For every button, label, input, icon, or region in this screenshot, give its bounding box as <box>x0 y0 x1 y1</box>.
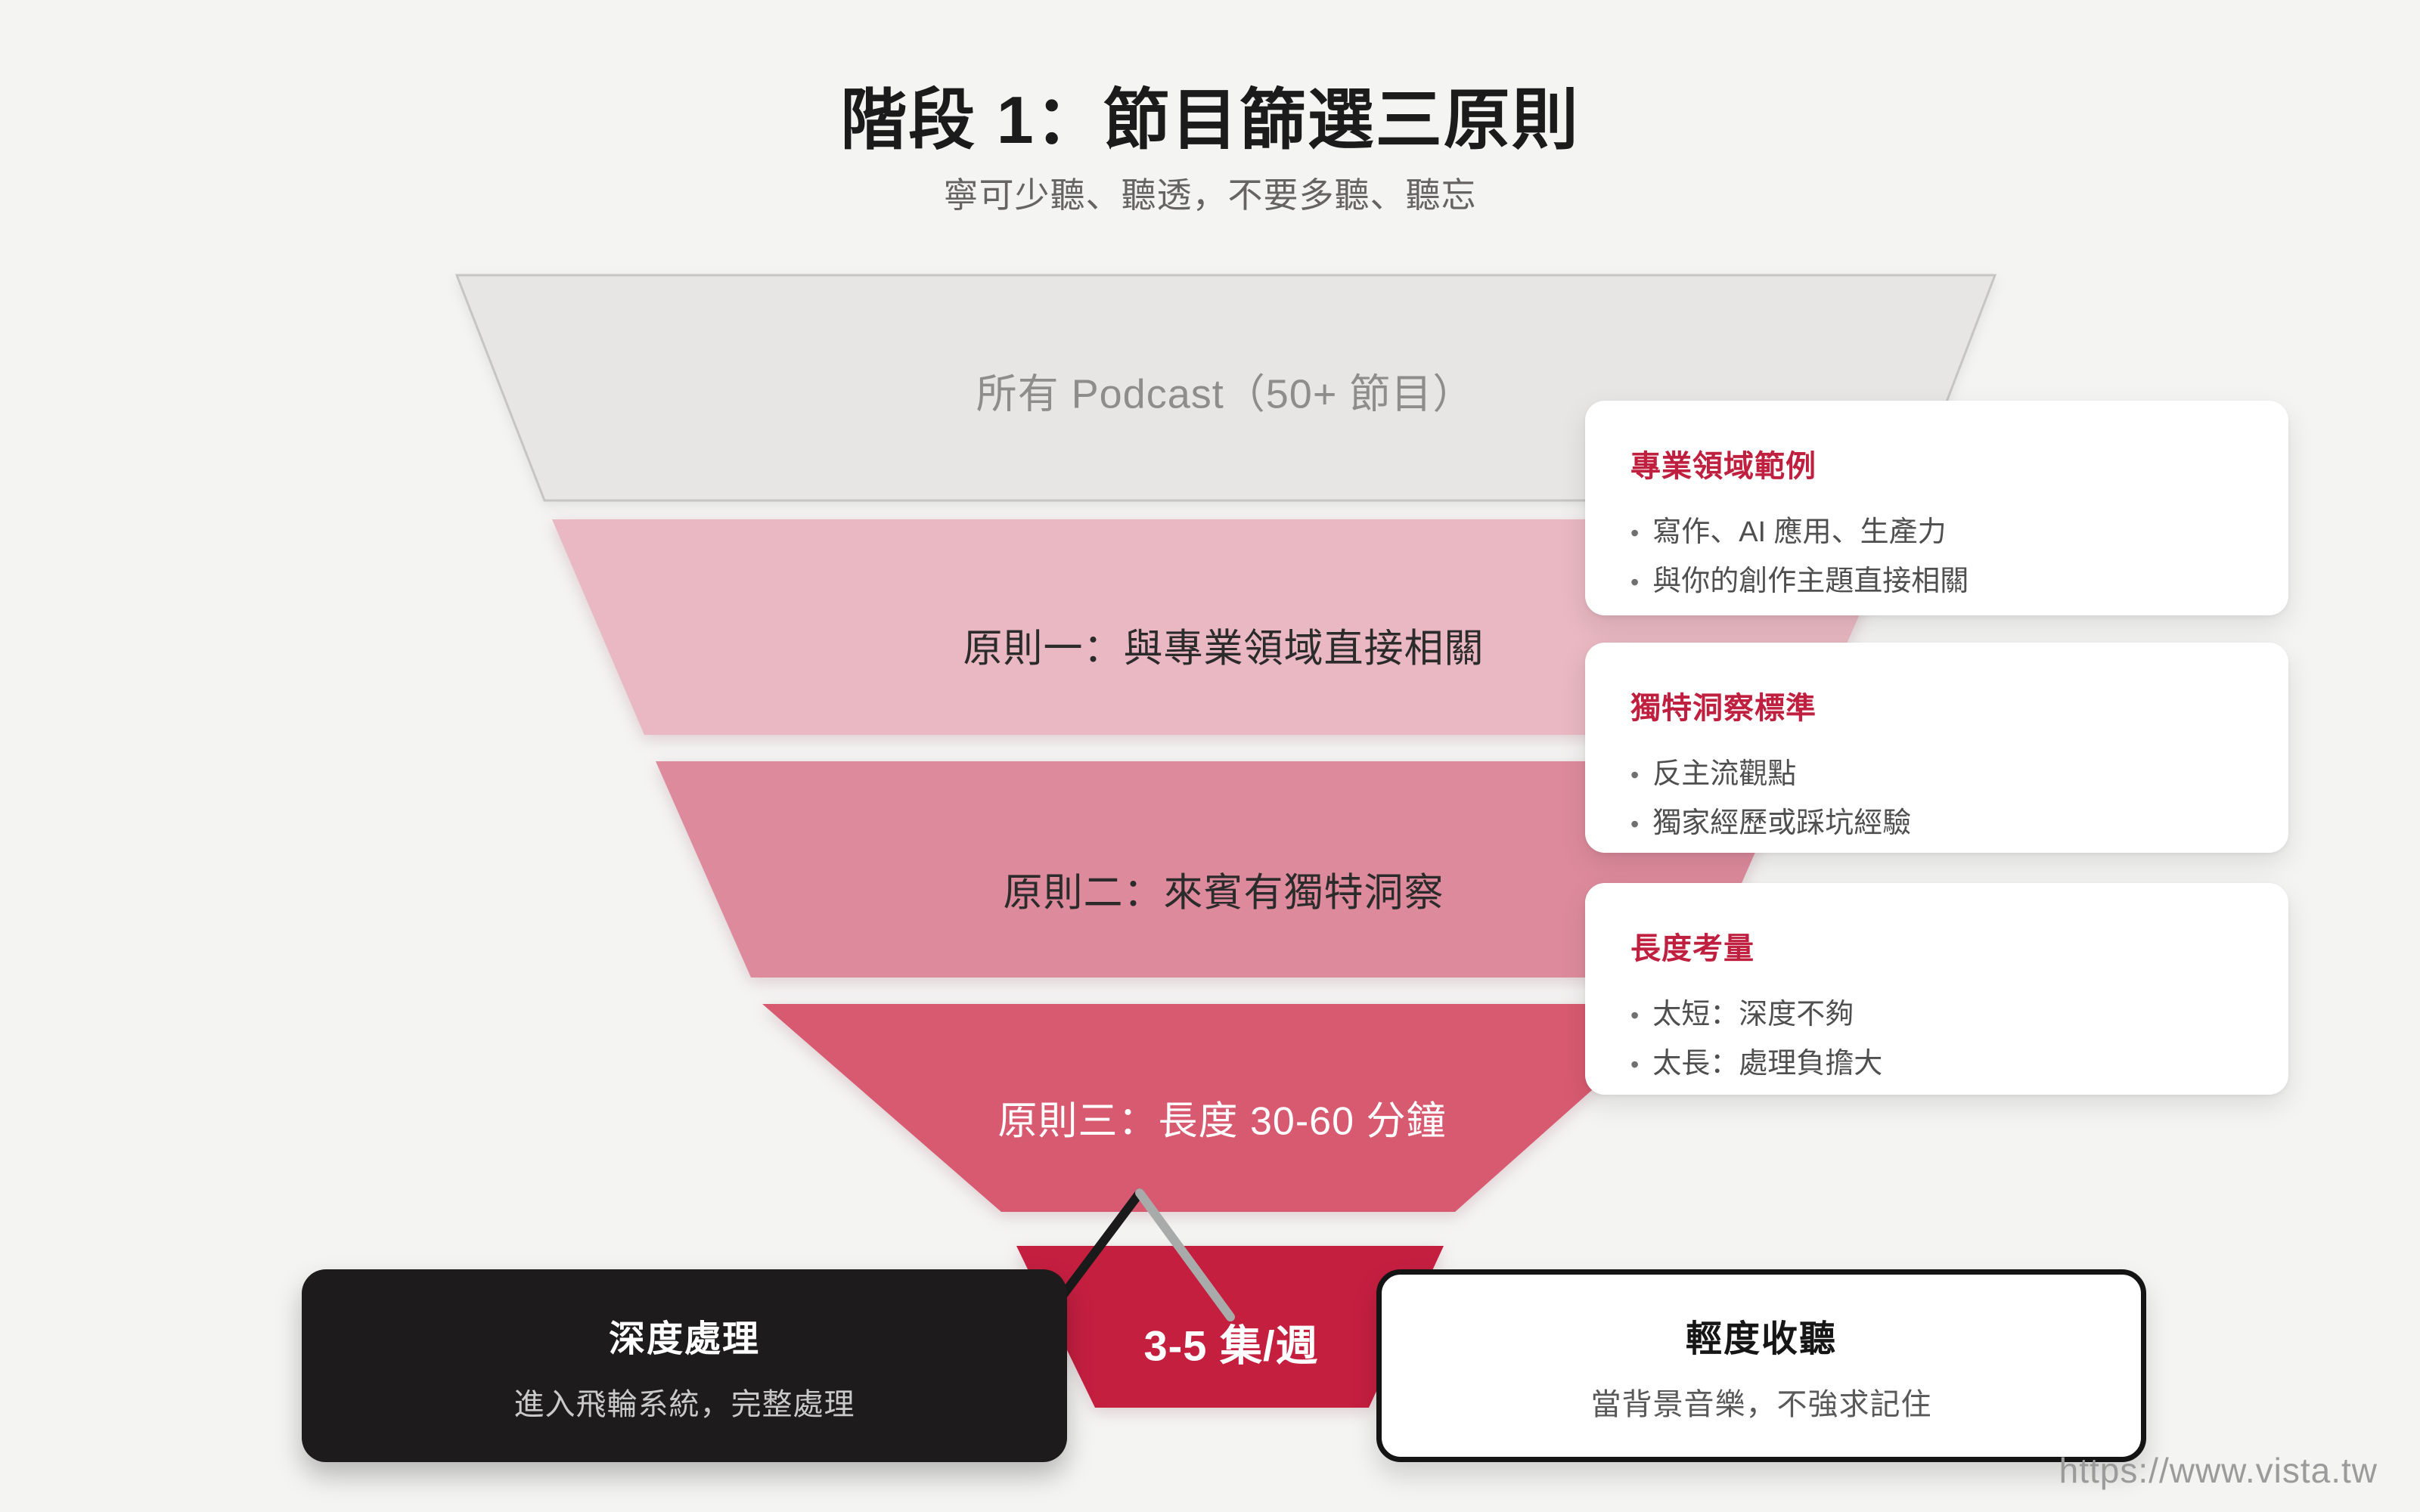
bullet-text: 獨家經歷或踩坑經驗 <box>1652 807 1912 839</box>
bullet-text: 太長：處理負擔大 <box>1652 1048 1883 1080</box>
bullet-dot-icon: • <box>1630 1051 1640 1078</box>
bullet-text: 與你的創作主題直接相關 <box>1652 565 1969 597</box>
layer-label-principle-2: 原則二：來賓有獨特洞察 <box>1003 871 1444 916</box>
outcome-box-light-listening: 輕度收聽 當背景音樂，不強求記住 <box>1376 1269 2146 1462</box>
funnel-layer-weekly-output <box>1016 1246 1444 1408</box>
bullet-item: • 太長：處理負擔大 <box>1630 1040 2243 1089</box>
bullet-text: 反主流觀點 <box>1652 758 1797 790</box>
card-title: 長度考量 <box>1630 932 1754 965</box>
outcome-subtitle: 進入飛輪系統，完整處理 <box>513 1387 855 1421</box>
connector-line-to-weekly-layer <box>1135 1188 1235 1321</box>
bullet-item: • 寫作、AI 應用、生產力 <box>1630 508 2243 557</box>
card-title: 獨特洞察標準 <box>1630 692 1817 725</box>
layer-label-weekly-output: 3-5 集/週 <box>1143 1321 1319 1370</box>
card-title: 專業領域範例 <box>1630 450 1817 483</box>
bullet-dot-icon: • <box>1630 761 1640 789</box>
funnel-layer-principle-3 <box>762 1004 1689 1212</box>
bullet-dot-icon: • <box>1630 569 1640 596</box>
funnel-layer-principle-1 <box>552 519 1901 735</box>
page-subtitle: 寧可少聽、聽透，不要多聽、聽忘 <box>943 175 1477 215</box>
annotation-card-expertise-examples: 專業領域範例 • 寫作、AI 應用、生產力 • 與你的創作主題直接相關 <box>1585 401 2288 615</box>
annotation-card-unique-insight: 獨特洞察標準 • 反主流觀點 • 獨家經歷或踩坑經驗 <box>1585 643 2288 853</box>
bullet-dot-icon: • <box>1630 519 1640 547</box>
layer-label-principle-1: 原則一：與專業領域直接相關 <box>963 627 1485 671</box>
outcome-subtitle: 當背景音樂，不強求記住 <box>1590 1387 1932 1421</box>
bullet-item: • 太短：深度不夠 <box>1630 990 2243 1040</box>
outcome-box-deep-processing: 深度處理 進入飛輪系統，完整處理 <box>302 1269 1067 1462</box>
funnel-layer-principle-2 <box>656 761 1795 978</box>
page-title: 階段 1：節目篩選三原則 <box>840 82 1580 157</box>
layer-label-principle-3: 原則三：長度 30-60 分鐘 <box>997 1099 1447 1144</box>
outcome-title: 深度處理 <box>608 1318 760 1359</box>
layer-label-all-podcasts: 所有 Podcast（50+ 節目） <box>976 371 1475 417</box>
watermark-url: https://www.vista.tw <box>2059 1451 2378 1490</box>
bullet-dot-icon: • <box>1630 810 1640 838</box>
bullet-text: 太短：深度不夠 <box>1652 999 1854 1030</box>
bullet-dot-icon: • <box>1630 1002 1640 1029</box>
bullet-item: • 獨家經歷或踩坑經驗 <box>1630 799 2243 848</box>
bullet-item: • 與你的創作主題直接相關 <box>1630 557 2243 606</box>
annotation-card-length-consideration: 長度考量 • 太短：深度不夠 • 太長：處理負擔大 <box>1585 883 2288 1095</box>
bullet-item: • 反主流觀點 <box>1630 750 2243 799</box>
bullet-text: 寫作、AI 應用、生產力 <box>1652 516 1947 548</box>
outcome-title: 輕度收聽 <box>1685 1318 1837 1359</box>
